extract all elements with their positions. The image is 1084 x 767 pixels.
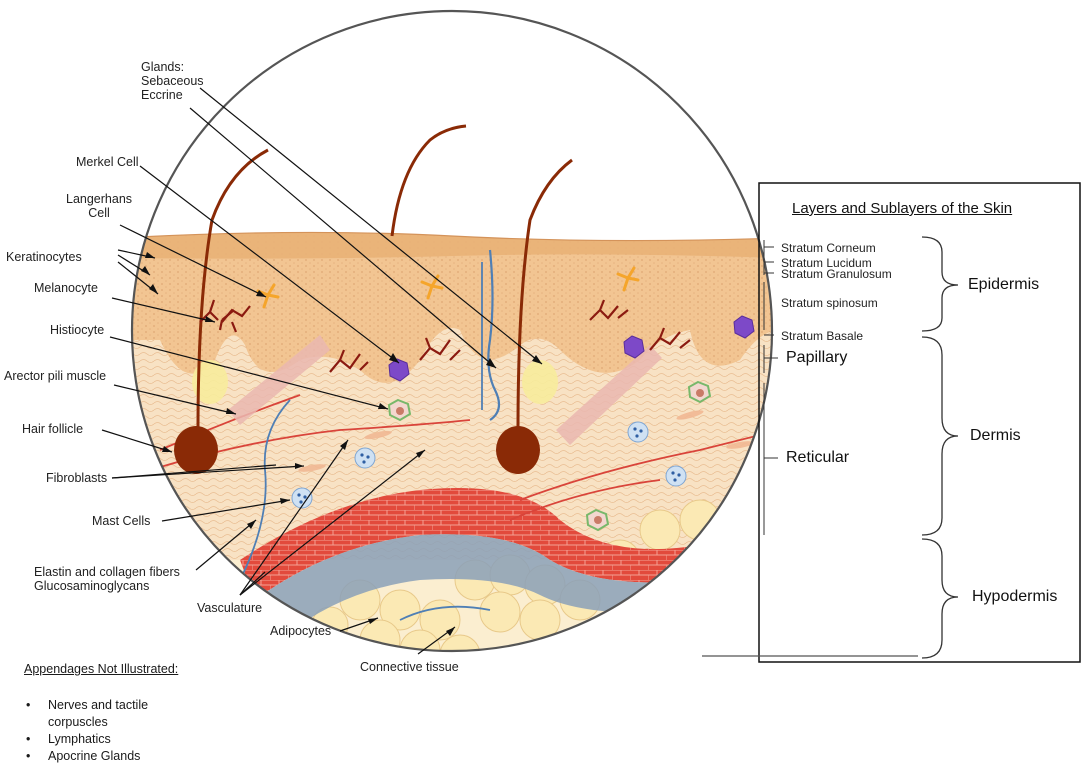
merkel-cell-label: Merkel Cell [76,155,139,169]
sebaceous-label: Sebaceous [141,74,204,88]
merkel-cells [388,315,755,382]
connective-tissue-label: Connective tissue [360,660,459,674]
sublayer-ticks [763,240,778,535]
langerhans-cells [256,266,640,309]
reticular-label: Reticular [786,449,850,466]
hypodermis-label: Hypodermis [972,588,1058,605]
appendage-nerves-line-2: corpuscles [48,715,108,729]
elastin-line-1: Elastin and collagen fibers [34,565,180,579]
stratum-corneum-band [132,232,772,259]
large-artery [240,488,772,600]
histiocyte-label: Histiocyte [50,323,105,337]
stratum-lucidum-label: Stratum Lucidum [781,256,872,270]
melanocytes [199,299,691,373]
appendages-list: Nerves and tactile corpuscles Lymphatics… [24,697,148,765]
skin-cross-section [132,11,772,651]
pointer-lines [101,87,543,655]
dermis-label: Dermis [970,427,1021,444]
arrector-pili-label: Arector pili muscle [4,369,107,383]
fibroblasts [298,410,754,472]
appendage-item: Nerves and tactile corpuscles [24,697,148,731]
glands-label: Glands: Sebaceous Eccrine [141,60,204,102]
mast-cells [291,421,687,509]
stratum-spinosum-label: Stratum spinosum [781,296,878,310]
appendage-item: Apocrine Glands [24,748,148,765]
melanocyte-label: Melanocyte [34,281,98,295]
sebaceous-gland [192,360,228,404]
keratinocytes-label: Keratinocytes [6,250,82,264]
adipocytes-label: Adipocytes [270,624,332,638]
magnifier-circle [130,9,774,653]
vasculature-label: Vasculature [197,601,263,615]
legend-title: Layers and Sublayers of the Skin [792,200,1013,217]
hair-follicle-label: Hair follicle [22,422,84,436]
epidermis-label: Epidermis [968,276,1040,293]
pointer-arrowheads [141,252,542,636]
langerhans-cell-label: Langerhans Cell [66,192,132,220]
elastin-label: Elastin and collagen fibers Glucosaminog… [34,565,180,593]
histiocytes [387,380,712,532]
glands-heading: Glands: [141,60,185,74]
small-vessels [149,249,772,621]
papillary-label: Papillary [786,349,848,366]
elastin-line-2: Glucosaminoglycans [34,579,150,593]
appendages-title: Appendages Not Illustrated: [24,662,179,676]
langerhans-line-2: Cell [88,206,110,220]
langerhans-line-1: Langerhans [66,192,133,206]
arrector-pili-muscle [228,335,330,425]
appendage-item: Lymphatics [24,731,148,748]
appendage-nerves-line-1: Nerves and tactile [48,698,149,712]
layers-legend-box [758,182,1081,663]
mast-cells-label: Mast Cells [92,514,151,528]
stratum-corneum-label: Stratum Corneum [781,241,876,255]
layer-braces [921,236,959,659]
eccrine-label: Eccrine [141,88,183,102]
stratum-granulosum-label: Stratum Granulosum [781,267,892,281]
hair-follicle-right [496,158,573,474]
fibroblasts-label: Fibroblasts [46,471,108,485]
hair-follicle-left [174,148,269,474]
large-vein [255,534,772,640]
stratum-basale-label: Stratum Basale [781,329,864,343]
